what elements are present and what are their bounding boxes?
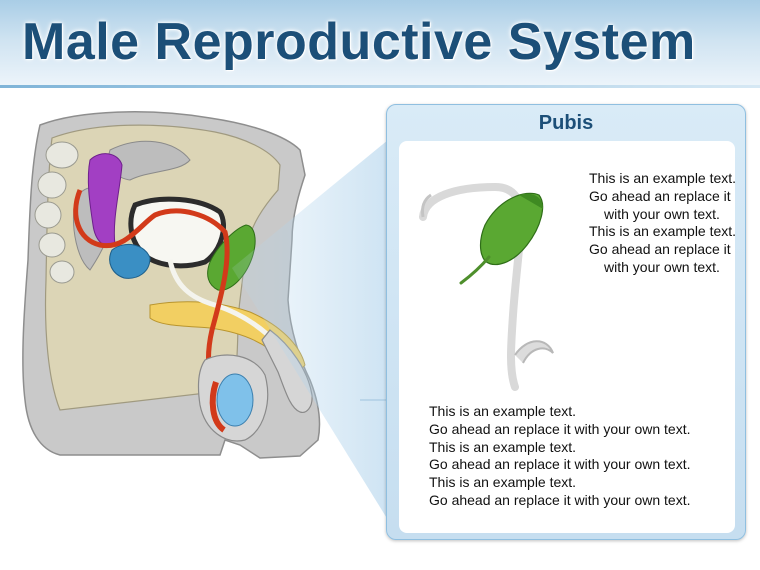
page-title: Male Reproductive System: [22, 13, 696, 71]
bottom-line: Go ahead an replace it with your own tex…: [429, 456, 691, 473]
side-text-block: This is an example text. Go ahead an rep…: [589, 170, 739, 277]
pubis-gland: [479, 192, 544, 266]
panel-body: This is an example text. Go ahead an rep…: [399, 141, 736, 533]
bottom-line: Go ahead an replace it with your own tex…: [429, 491, 691, 508]
bottom-text-block: This is an example text. Go ahead an rep…: [429, 403, 729, 510]
pubis-hook: [514, 340, 554, 364]
bottom-line: Go ahead an replace it with your own tex…: [429, 420, 691, 437]
pubis-figure: [419, 182, 554, 391]
panel-title: Pubis: [538, 112, 594, 134]
side-paragraph: Go ahead an replace it with your own tex…: [589, 187, 731, 222]
vas-deferens: [73, 189, 230, 412]
bottom-line: This is an example text.: [429, 474, 577, 491]
info-panel: Pubis This is an example text. Go ahead …: [386, 104, 746, 540]
anatomy-illustration: [22, 111, 321, 459]
spine: [34, 141, 79, 284]
prostate: [109, 243, 151, 279]
side-paragraph: This is an example text.: [589, 223, 737, 240]
pubis-duct: [459, 255, 491, 285]
side-paragraph: This is an example text.: [589, 170, 737, 186]
title-bar: Male Reproductive System: [0, 0, 760, 88]
side-paragraph: Go ahead an replace it with your own tex…: [589, 241, 731, 275]
bottom-line: This is an example text.: [429, 438, 577, 455]
epididymis: [209, 381, 226, 433]
testis: [216, 373, 254, 427]
bottom-line: This is an example text.: [429, 403, 577, 419]
